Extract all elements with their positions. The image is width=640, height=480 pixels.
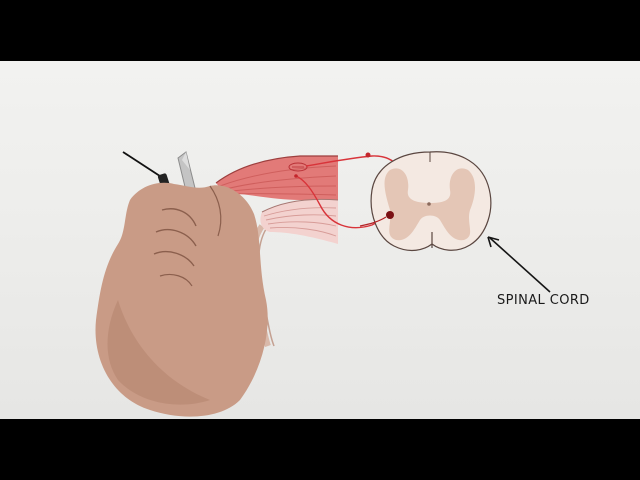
letterbox-top [0, 0, 640, 61]
letterbox-bottom [0, 419, 640, 480]
spinal-cord-label: SPINAL CORD [497, 293, 590, 308]
arrow-icon [487, 236, 551, 293]
spinal-cord-cross-section [359, 151, 492, 252]
muscle-lower [260, 198, 339, 244]
motor-neuron-icon [386, 211, 394, 219]
dorsal-root-ganglion [365, 152, 371, 158]
nerve-ending-dot [294, 174, 298, 178]
muscle-spindle [288, 162, 308, 172]
hand-with-pen-icon [95, 151, 268, 417]
